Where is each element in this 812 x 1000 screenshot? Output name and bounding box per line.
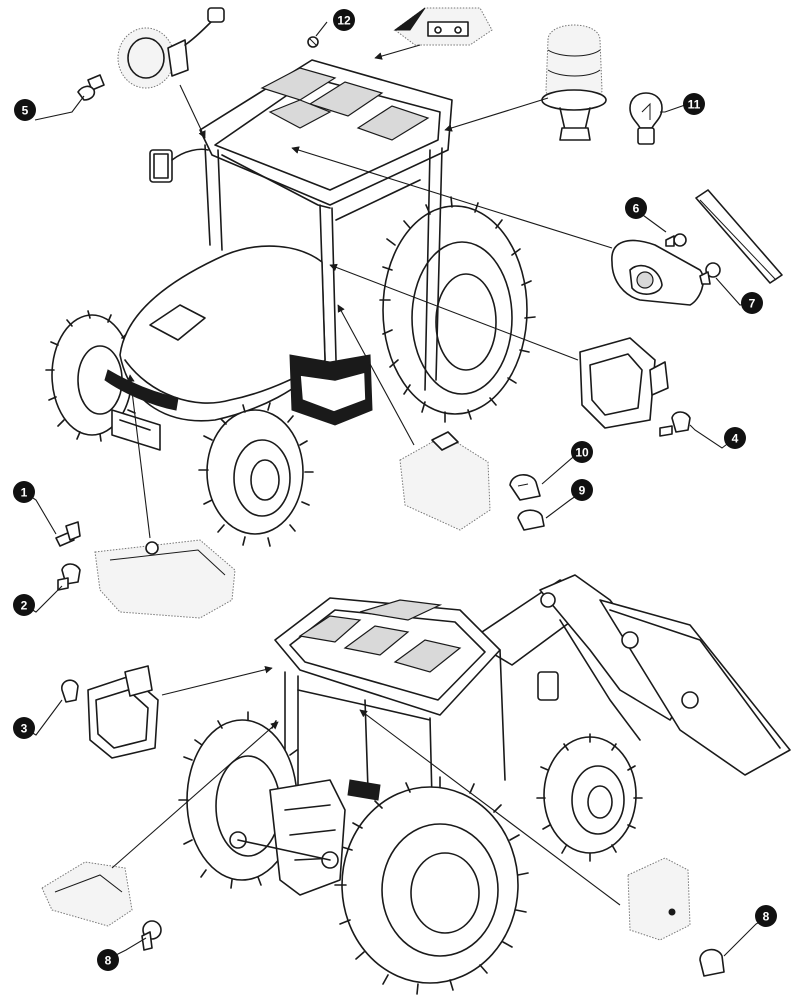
svg-text:8: 8 bbox=[763, 910, 770, 924]
cab-frame bbox=[199, 59, 453, 391]
hood bbox=[104, 245, 326, 451]
cab-rear bbox=[274, 597, 559, 801]
tractor-rear-view bbox=[178, 574, 791, 995]
bulb-3 bbox=[61, 679, 79, 703]
work-lamp-top-left bbox=[117, 7, 225, 139]
callout-3: 3 bbox=[13, 717, 35, 739]
callout-1: 1 bbox=[13, 481, 35, 503]
callout-6: 6 bbox=[625, 197, 647, 219]
callout-4: 4 bbox=[724, 427, 746, 449]
bulb-10 bbox=[509, 474, 541, 501]
svg-text:12: 12 bbox=[337, 14, 351, 28]
front-headlight-assembly bbox=[94, 374, 236, 619]
front-wheel-near bbox=[198, 402, 314, 547]
callout-7: 7 bbox=[741, 292, 763, 314]
callout-9: 9 bbox=[571, 479, 593, 501]
callout-12: 12 bbox=[333, 9, 355, 31]
bulb-4 bbox=[659, 411, 691, 437]
svg-text:7: 7 bbox=[749, 297, 756, 311]
rear-wheel-right bbox=[379, 196, 536, 423]
indicator-lens-top bbox=[337, 304, 491, 531]
svg-text:1: 1 bbox=[21, 486, 28, 500]
callout-10: 10 bbox=[571, 441, 593, 463]
svg-text:5: 5 bbox=[22, 104, 29, 118]
bulb-6 bbox=[665, 233, 687, 247]
svg-text:3: 3 bbox=[21, 722, 28, 736]
svg-text:10: 10 bbox=[575, 446, 589, 460]
bulb-5 bbox=[77, 74, 105, 101]
front-wheel-left bbox=[45, 310, 140, 442]
bulb-11 bbox=[629, 92, 663, 145]
bulb-9 bbox=[517, 509, 545, 531]
svg-text:11: 11 bbox=[688, 98, 701, 112]
svg-text:2: 2 bbox=[21, 599, 28, 613]
callout-5: 5 bbox=[14, 99, 36, 121]
rear-lamp-lens-left bbox=[41, 721, 279, 927]
cab-step bbox=[289, 354, 373, 426]
callout-8-right: 8 bbox=[755, 905, 777, 927]
rear-work-lamp bbox=[87, 665, 273, 759]
bulb-12 bbox=[307, 36, 319, 48]
side-work-lamp bbox=[329, 263, 669, 429]
bulb-1 bbox=[55, 521, 81, 547]
svg-text:8: 8 bbox=[105, 954, 112, 968]
tractor-front-view bbox=[45, 59, 536, 547]
front-wheel-loader-side bbox=[536, 733, 643, 862]
rear-lamp-lens-right bbox=[359, 709, 691, 941]
side-mirror bbox=[149, 148, 209, 183]
svg-text:4: 4 bbox=[732, 432, 739, 446]
bulb-8-left bbox=[141, 920, 162, 951]
callout-11: 11 bbox=[683, 93, 705, 115]
svg-text:9: 9 bbox=[579, 484, 586, 498]
rear-hitch bbox=[229, 779, 381, 896]
rear-wheel-big bbox=[334, 776, 529, 995]
svg-text:6: 6 bbox=[633, 202, 640, 216]
callout-2: 2 bbox=[13, 594, 35, 616]
lamp-lens-strip bbox=[695, 189, 783, 284]
callout-8-left: 8 bbox=[97, 949, 119, 971]
bulb-7 bbox=[699, 262, 721, 285]
bulb-8-right bbox=[699, 948, 725, 977]
front-loader bbox=[469, 574, 791, 776]
headlight-right bbox=[291, 146, 705, 306]
rotating-beacon bbox=[444, 24, 607, 141]
roof-light-component bbox=[374, 7, 493, 60]
